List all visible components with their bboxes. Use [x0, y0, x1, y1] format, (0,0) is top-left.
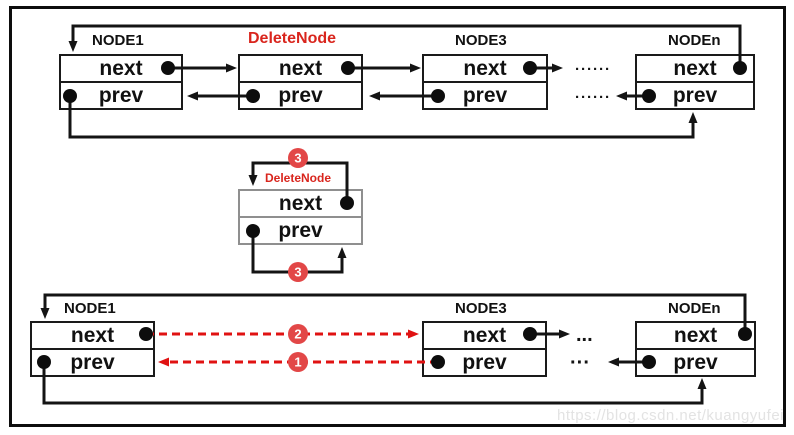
step1-badge-circle: [288, 352, 308, 372]
arrow-top-node1-prev-to-noden: [68, 96, 698, 139]
top-node3-next-dot: [523, 61, 537, 75]
arrow-bottom-node1-prev-to-noden: [42, 362, 707, 405]
top-deletenode-next-dot: [341, 61, 355, 75]
next-label: next: [278, 192, 323, 215]
top-prev-ellipsis: ······: [575, 89, 611, 106]
step-badges: 3 3 2 1: [288, 148, 308, 372]
next-label: next: [463, 57, 507, 80]
arrow-middle-next-self-loop: [248, 161, 349, 203]
top-deletenode-title: DeleteNode: [248, 30, 337, 47]
top-node1-next-dot: [161, 61, 175, 75]
next-row: next: [637, 56, 753, 83]
arrow-bottom-noden-next-to-node1: [40, 293, 747, 334]
top-next-ellipsis: ······: [575, 61, 611, 78]
top-node3-prev-dot: [431, 89, 445, 103]
next-label: next: [99, 57, 143, 80]
bottom-next-ellipsis: ...: [576, 324, 593, 346]
bottom-node1-box: next prev: [30, 321, 155, 377]
next-row: next: [240, 191, 361, 218]
bottom-noden-title: NODEn: [668, 300, 721, 317]
prev-row: prev: [61, 83, 181, 108]
next-label: next: [278, 57, 323, 80]
prev-row: prev: [32, 350, 153, 375]
top-deletenode-prev-dot: [246, 89, 260, 103]
prev-row: prev: [240, 83, 361, 108]
bottom-prev-ellipsis: ···: [570, 352, 590, 374]
bottom-node1-next-dot: [139, 327, 153, 341]
prev-row: prev: [637, 83, 753, 108]
step3-badge-bottom-number: 3: [294, 265, 301, 280]
next-row: next: [240, 56, 361, 83]
top-noden-box: next prev: [635, 54, 755, 110]
prev-label: prev: [278, 219, 323, 242]
watermark: https://blog.csdn.net/kuangyufei: [557, 407, 784, 424]
step2-badge-circle: [288, 324, 308, 344]
step2-badge-number: 2: [294, 327, 301, 342]
top-noden-next-dot: [733, 61, 747, 75]
step1-badge-number: 1: [294, 355, 301, 370]
prev-row: prev: [637, 350, 754, 375]
bottom-noden-next-dot: [738, 327, 752, 341]
middle-prev-dot: [246, 224, 260, 238]
prev-label: prev: [672, 84, 718, 107]
prev-label: prev: [278, 84, 323, 107]
next-label: next: [462, 324, 507, 347]
prev-label: prev: [462, 351, 507, 374]
middle-deletenode-title: DeleteNode: [265, 171, 332, 185]
bottom-node3-prev-dot: [431, 355, 445, 369]
top-node1-title: NODE1: [92, 32, 144, 49]
next-label: next: [70, 324, 115, 347]
prev-label: prev: [462, 84, 508, 107]
top-noden-title: NODEn: [668, 32, 721, 49]
middle-next-dot: [340, 196, 354, 210]
top-node3-title: NODE3: [455, 32, 507, 49]
next-label: next: [673, 324, 718, 347]
prev-label: prev: [673, 351, 718, 374]
pointer-dots: [37, 61, 752, 369]
top-node1-box: next prev: [59, 54, 183, 110]
top-node1-prev-dot: [63, 89, 77, 103]
top-deletenode-box: next prev: [238, 54, 363, 110]
bottom-node1-prev-dot: [37, 355, 51, 369]
next-label: next: [673, 57, 717, 80]
top-noden-prev-dot: [642, 89, 656, 103]
step3-badge-top-circle: [288, 148, 308, 168]
step3-badge-bottom-circle: [288, 262, 308, 282]
next-row: next: [424, 323, 545, 350]
next-row: next: [61, 56, 181, 83]
step3-badge-top-number: 3: [294, 151, 301, 166]
prev-label: prev: [70, 351, 115, 374]
prev-label: prev: [98, 84, 144, 107]
arrow-top-noden-next-to-node1: [68, 24, 742, 68]
next-row: next: [637, 323, 754, 350]
diagram-border: [9, 6, 786, 427]
bottom-node3-title: NODE3: [455, 300, 507, 317]
prev-row: prev: [424, 350, 545, 375]
bottom-node1-title: NODE1: [64, 300, 116, 317]
next-row: next: [32, 323, 153, 350]
bottom-noden-box: next prev: [635, 321, 756, 377]
prev-row: prev: [240, 218, 361, 243]
prev-row: prev: [424, 83, 546, 108]
next-row: next: [424, 56, 546, 83]
bottom-node3-next-dot: [523, 327, 537, 341]
bottom-noden-prev-dot: [642, 355, 656, 369]
